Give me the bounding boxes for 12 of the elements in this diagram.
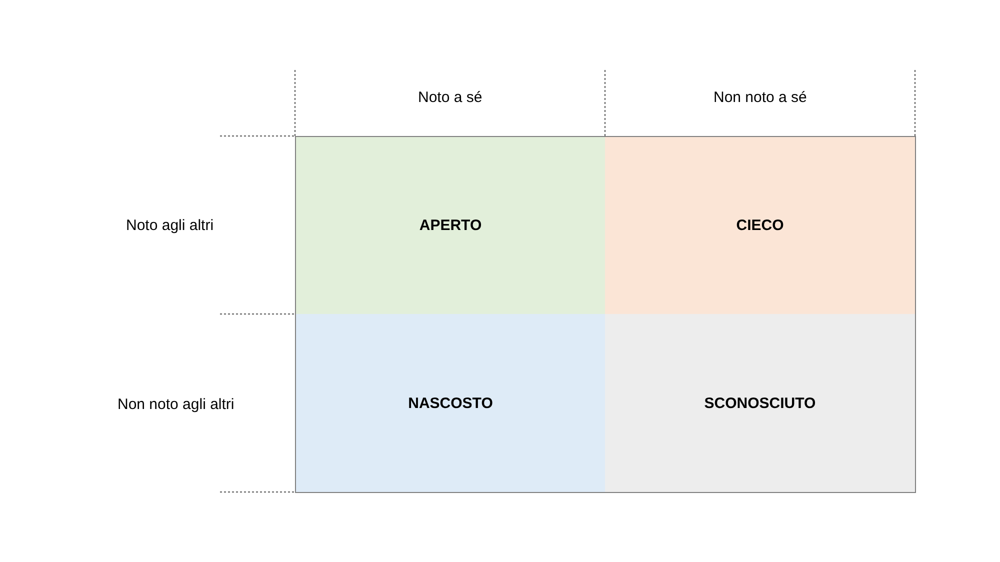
- quadrant-title: NASCOSTO: [408, 394, 493, 412]
- column-header: Non noto a sé: [714, 88, 807, 106]
- row-header: Non noto agli altri: [118, 396, 234, 412]
- quadrant-box: [295, 314, 606, 493]
- quadrant-title: SCONOSCIUTO: [704, 394, 816, 412]
- quadrant-box: [605, 314, 916, 493]
- quadrant-box: [605, 136, 916, 315]
- quadrant-box: [295, 136, 606, 315]
- quadrant-title: CIECO: [736, 217, 784, 234]
- row-header: Noto agli altri: [126, 216, 214, 234]
- column-header: Noto a sé: [418, 88, 482, 106]
- quadrant-title: APERTO: [419, 217, 482, 234]
